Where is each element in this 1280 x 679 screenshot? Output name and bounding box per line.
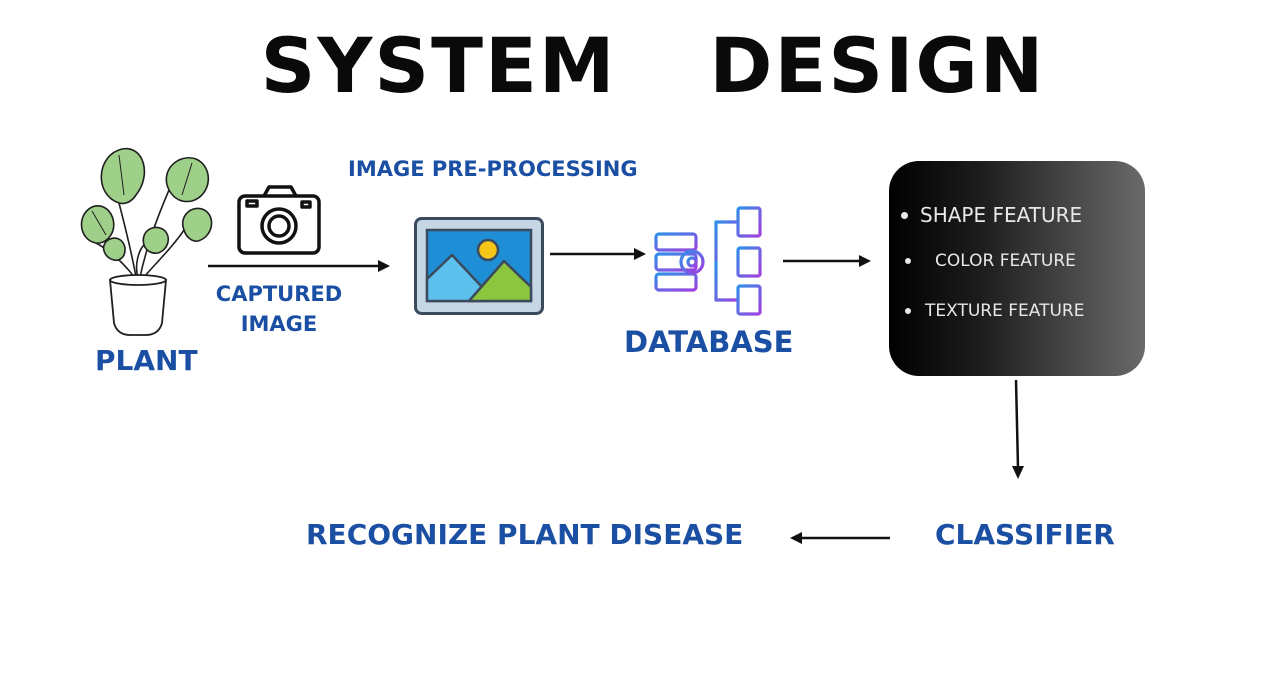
arrow-database-to-features: [783, 255, 871, 267]
bullet-icon: [905, 258, 911, 264]
feature-item-label: COLOR FEATURE: [935, 251, 1076, 271]
feature-extraction-box: SHAPE FEATURE COLOR FEATURE TEXTURE FEAT…: [889, 161, 1145, 376]
classifier-label: CLASSIFIER: [935, 518, 1115, 551]
arrow-classifier-to-recognize: [790, 532, 890, 544]
diagram-title: SYSTEM DESIGN: [260, 21, 1046, 110]
arrow-features-to-classifier: [1012, 379, 1024, 479]
arrow-preprocessing-to-database: [550, 248, 646, 260]
camera-icon: [237, 185, 321, 255]
feature-item-color: COLOR FEATURE: [905, 251, 1076, 271]
feature-item-texture: TEXTURE FEATURE: [905, 301, 1084, 321]
pre-processing-label: IMAGE PRE-PROCESSING: [348, 157, 638, 181]
captured-image-label-line-1: CAPTURED: [215, 282, 343, 306]
potted-plant-icon: [80, 148, 213, 336]
feature-item-shape: SHAPE FEATURE: [901, 203, 1082, 227]
arrow-plant-to-preprocessing: [208, 260, 390, 272]
feature-item-label: SHAPE FEATURE: [920, 203, 1083, 227]
database-server-icon: [654, 206, 762, 316]
database-label: DATABASE: [624, 325, 794, 359]
recognize-plant-disease-label: RECOGNIZE PLANT DISEASE: [306, 518, 744, 551]
plant-label: PLANT: [95, 344, 198, 377]
captured-image-label-line-2: IMAGE: [240, 312, 318, 337]
bullet-icon: [901, 211, 908, 219]
captured-image-label: CAPTURED IMAGE: [214, 282, 344, 336]
feature-item-label: TEXTURE FEATURE: [925, 301, 1085, 321]
landscape-image-icon: [414, 217, 544, 315]
bullet-icon: [905, 308, 911, 314]
